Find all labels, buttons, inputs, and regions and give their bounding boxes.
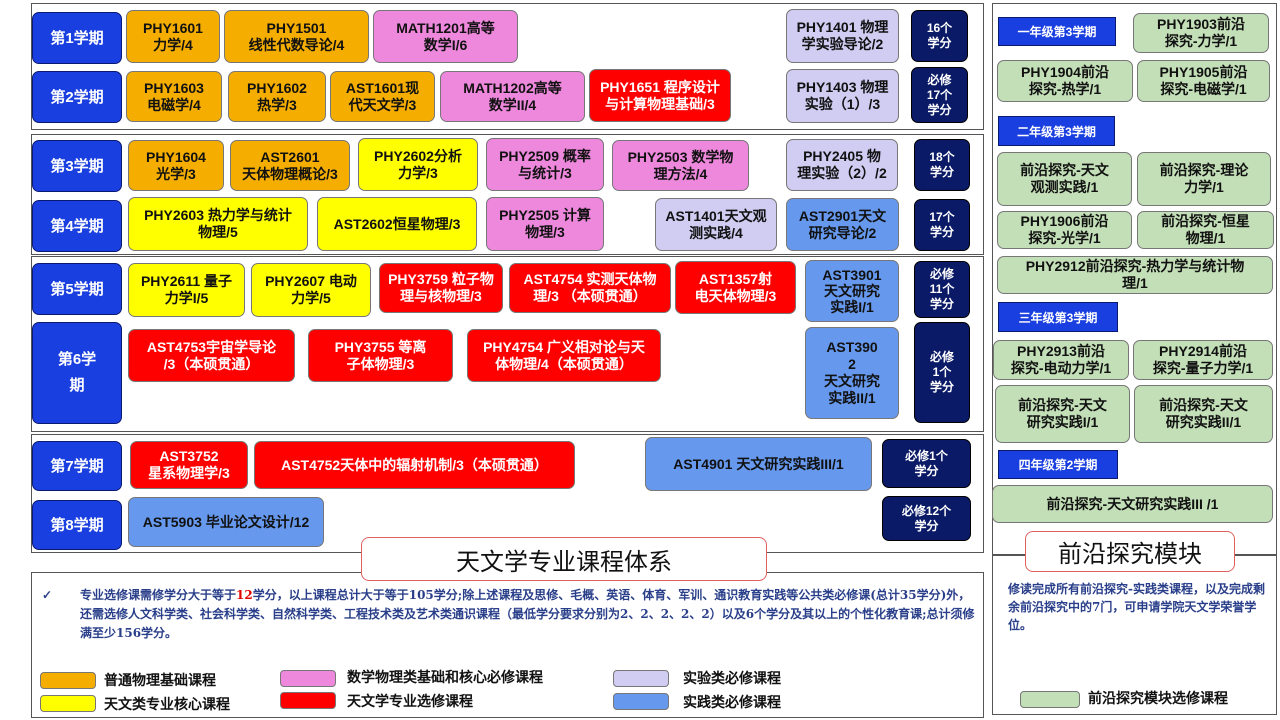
semester-5-credits: 必修 11个 学分 [914,261,970,318]
frontier-note: 修读完成所有前沿探究-实践类课程，以及完成剩余前沿探究中的7门，可申请学院天文学… [1008,582,1265,632]
frontier-year1-label: 一年级第3学期 [998,17,1116,46]
frontier-legend-label: 前沿探究模块选修课程 [1088,690,1228,706]
semester-8-label: 第8学期 [32,500,122,550]
frontier-phy2914: PHY2914前沿 探究-量子力学/1 [1133,340,1273,380]
semester-7-label: 第7学期 [32,441,122,491]
course-phy2509: PHY2509 概率 与统计/3 [486,138,604,191]
frontier-phy1903: PHY1903前沿 探究-力学/1 [1133,13,1269,53]
main-title: 天文学专业课程体系 [361,537,767,581]
semester-3-label: 第3学期 [32,140,122,192]
note-highlight: 12 [236,588,253,602]
course-phy1501: PHY1501 线性代数导论/4 [224,10,369,63]
frontier-year2-label: 二年级第3学期 [998,116,1115,146]
course-math1202: MATH1202高等 数学II/4 [440,71,585,122]
legend-swatch-yellow [40,695,96,712]
frontier-phy1904: PHY1904前沿 探究-热学/1 [997,60,1133,102]
course-phy2602: PHY2602分析 力学/3 [358,138,478,191]
course-phy2405: PHY2405 物 理实验（2）/2 [786,139,898,191]
course-phy1401: PHY1401 物理 学实验导论/2 [786,9,899,63]
course-ast5903: AST5903 毕业论文设计/12 [128,497,324,547]
course-ast1357: AST1357射 电天体物理/3 [675,261,796,314]
semester-7-credits: 必修1个 学分 [882,439,971,488]
frontier-year4-label: 四年级第2学期 [998,450,1118,479]
frontier-research-2: 前沿探究-天文 研究实践II/1 [1134,385,1273,443]
semester-4-credits: 17个 学分 [914,199,970,251]
frontier-stellar: 前沿探究-恒星 物理/1 [1137,211,1274,249]
frontier-astro-obs: 前沿探究-天文 观测实践/1 [997,152,1132,206]
frontier-research-3: 前沿探究-天文研究实践III /1 [992,485,1273,523]
legend-label-orange: 普通物理基础课程 [104,672,216,688]
semester-6-label: 第6学 期 [32,322,122,424]
course-phy3759: PHY3759 粒子物 理与核物理/3 [379,263,503,313]
course-ast3902: AST390 2 天文研究 实践II/1 [805,327,899,419]
legend-label-lavender: 实验类必修课程 [683,670,781,686]
course-ast1601: AST1601现 代天文学/3 [330,71,435,122]
note-text-before: 专业选修课需修学分大于等于 [80,588,237,602]
course-phy1602: PHY1602 热学/3 [228,71,326,122]
check-icon: ✓ [42,588,53,602]
frontier-theory-mech: 前沿探究-理论 力学/1 [1137,152,1271,206]
legend-label-blue: 实践类必修课程 [683,694,781,710]
frontier-phy1906: PHY1906前沿 探究-光学/1 [997,211,1132,249]
course-phy2603: PHY2603 热力学与统计 物理/5 [128,197,308,251]
semester-8-credits: 必修12个 学分 [882,496,971,541]
legend-swatch-orange [40,672,96,689]
semester-4-label: 第4学期 [32,200,122,252]
course-phy2607: PHY2607 电动 力学/5 [251,263,371,317]
legend-swatch-lavender [613,670,669,687]
course-math1201: MATH1201高等 数学I/6 [373,10,518,63]
legend-swatch-red [280,692,336,709]
course-ast2602: AST2602恒星物理/3 [317,197,477,251]
course-phy1403: PHY1403 物理 实验（1）/3 [786,69,899,123]
legend-label-red: 天文学专业选修课程 [347,693,473,709]
course-phy2611: PHY2611 量子 力学I/5 [128,263,245,317]
frontier-legend-swatch [1020,691,1080,708]
frontier-phy1905: PHY1905前沿 探究-电磁学/1 [1137,60,1270,102]
semester-2-credits: 必修 17个 学分 [911,67,968,123]
course-phy1604: PHY1604 光学/3 [128,140,224,191]
course-phy2505: PHY2505 计算 物理/3 [486,197,604,251]
legend-swatch-pink [280,670,336,687]
course-ast4752: AST4752天体中的辐射机制/3（本硕贯通） [254,441,575,489]
frontier-year3-label: 三年级第3学期 [998,302,1118,332]
course-ast1401: AST1401天文观 测实践/4 [655,198,777,251]
semester-5-label: 第5学期 [32,263,122,315]
semester-1-credits: 16个 学分 [911,10,968,62]
semester-1-label: 第1学期 [32,12,122,64]
course-ast2901: AST2901天文 研究导论/2 [786,198,899,251]
frontier-phy2912: PHY2912前沿探究-热力学与统计物 理/1 [997,256,1273,294]
note-panel [31,572,984,718]
legend-label-yellow: 天文类专业核心课程 [104,696,230,712]
course-ast4754: AST4754 实测天体物 理/3 （本硕贯通） [509,263,671,313]
course-phy2503: PHY2503 数学物 理方法/4 [612,140,749,191]
course-phy1601: PHY1601 力学/4 [126,10,220,63]
legend-swatch-blue [613,693,669,710]
frontier-title: 前沿探究模块 [1025,531,1235,572]
course-ast3752: AST3752 星系物理学/3 [130,441,248,489]
course-ast3901: AST3901 天文研究 实践I/1 [805,260,899,322]
course-ast4753: AST4753宇宙学导论 /3（本硕贯通） [128,329,295,382]
frontier-phy2913: PHY2913前沿 探究-电动力学/1 [993,340,1129,380]
note-text-after: 学分，以上课程总计大于等于105学分;除上述课程及思修、毛概、英语、体育、军训、… [80,588,975,640]
semester-2-label: 第2学期 [32,71,122,123]
frontier-research-1: 前沿探究-天文 研究实践I/1 [995,385,1130,443]
course-phy4754: PHY4754 广义相对论与天 体物理/4（本硕贯通） [467,329,661,382]
legend-label-pink: 数学物理类基础和核心必修课程 [347,669,543,685]
course-phy3755: PHY3755 等离 子体物理/3 [308,329,453,382]
course-phy1651: PHY1651 程序设计 与计算物理基础/3 [589,69,731,122]
course-phy1603: PHY1603 电磁学/4 [126,71,222,122]
semester-3-credits: 18个 学分 [914,139,970,191]
requirements-note: ✓ 专业选修课需修学分大于等于12学分，以上课程总计大于等于105学分;除上述课… [42,586,978,643]
course-ast2601: AST2601 天体物理概论/3 [230,140,350,191]
semester-6-credits: 必修 1个 学分 [914,322,970,423]
course-ast4901: AST4901 天文研究实践III/1 [645,437,872,491]
